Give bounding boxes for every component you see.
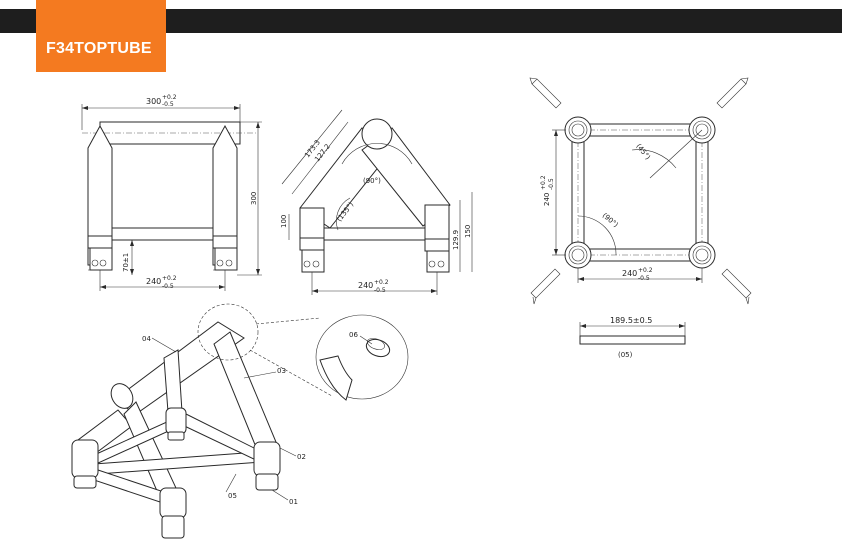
callout-03: 03 bbox=[277, 367, 286, 375]
side-dim-bottom-tol-upper: +0.2 bbox=[374, 279, 389, 286]
side-view bbox=[281, 109, 473, 295]
title-tab bbox=[36, 0, 166, 72]
side-dim-100: 100 bbox=[280, 215, 288, 228]
top-angle-90: (90°) bbox=[601, 211, 620, 229]
front-dim-height: 300 bbox=[250, 192, 258, 205]
front-dim-bottom: 240 bbox=[146, 277, 161, 286]
side-dim-150: 150 bbox=[464, 225, 472, 238]
top-dim-left-tol-lower: -0.5 bbox=[548, 178, 555, 190]
top-view bbox=[529, 77, 752, 305]
callout-05: 05 bbox=[228, 492, 237, 500]
page-title: F34TOPTUBE bbox=[46, 40, 152, 57]
front-dim-top-tol-lower: -0.5 bbox=[162, 101, 174, 108]
callout-01: 01 bbox=[289, 498, 298, 506]
callout-06: 06 bbox=[349, 331, 358, 339]
side-dim-bottom-tol-lower: -0.5 bbox=[374, 287, 386, 294]
front-view bbox=[81, 104, 262, 291]
isometric-view bbox=[71, 303, 409, 539]
front-dim-connector: 70±1 bbox=[122, 253, 130, 272]
pencil-icon bbox=[716, 77, 749, 109]
top-dim-bottom: 240 bbox=[622, 269, 637, 278]
part-05-label: (05) bbox=[618, 351, 633, 359]
top-dim-bottom-tol-lower: -0.5 bbox=[638, 275, 650, 282]
pencil-icon bbox=[530, 268, 561, 305]
pencil-icon bbox=[721, 268, 752, 305]
top-dim-left: 240 bbox=[543, 193, 551, 206]
side-angle-top: (90°) bbox=[363, 177, 381, 185]
front-dim-bottom-tol-lower: -0.5 bbox=[162, 283, 174, 290]
callout-04: 04 bbox=[142, 335, 151, 343]
side-dim-129: 129.9 bbox=[452, 230, 460, 250]
front-dim-top: 300 bbox=[146, 97, 161, 106]
top-dim-bottom-tol-upper: +0.2 bbox=[638, 267, 653, 274]
side-dim-bottom: 240 bbox=[358, 281, 373, 290]
part-05-dim: 189.5±0.5 bbox=[610, 316, 652, 325]
front-dim-top-tol-upper: +0.2 bbox=[162, 94, 177, 101]
front-dim-bottom-tol-upper: +0.2 bbox=[162, 275, 177, 282]
callout-02: 02 bbox=[297, 453, 306, 461]
part-05-view bbox=[579, 322, 686, 345]
pencil-icon bbox=[529, 77, 562, 109]
top-dim-left-tol-upper: +0.2 bbox=[540, 175, 547, 190]
top-angle-45: (45°) bbox=[634, 142, 651, 161]
